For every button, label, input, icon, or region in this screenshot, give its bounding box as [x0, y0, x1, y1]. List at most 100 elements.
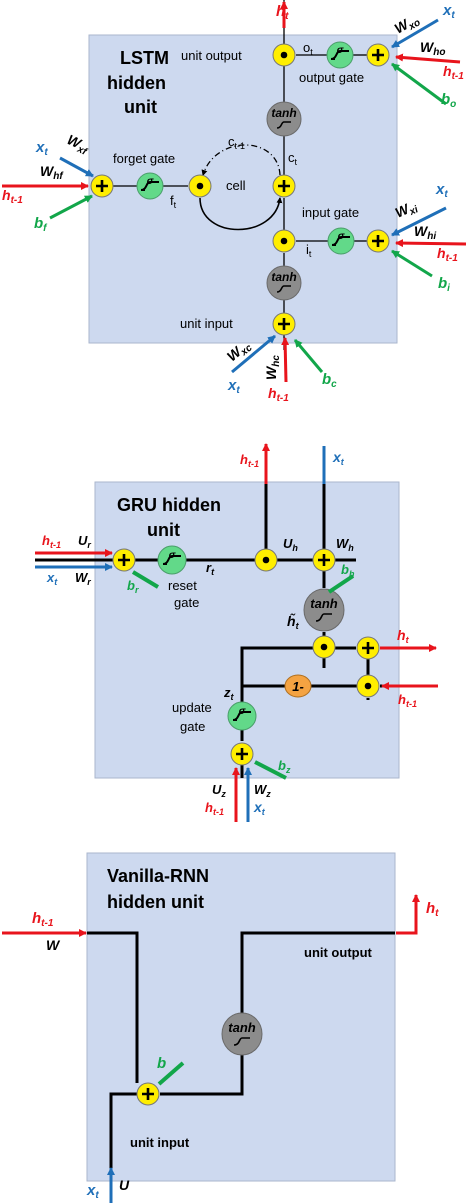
lstm-fg-xt-arrow [59, 156, 94, 178]
rnn-b-label: b [157, 1055, 166, 1072]
lstm-ct-1-label: ct-1 [228, 134, 245, 151]
rnn-title-line2: hidden unit [107, 892, 204, 912]
gru-title-line1: GRU hidden [117, 495, 221, 515]
lstm-output-tanh-label: tanh [271, 106, 296, 120]
lstm-forget-gate-sigmoid: σ [136, 172, 164, 200]
lstm-ig-ht1-label: ht-1 [437, 245, 458, 264]
gru-reset-sum [112, 548, 136, 572]
lstm-bo-label: bo [441, 91, 456, 110]
lstm-ig-b-arrow [391, 249, 433, 278]
lstm-ig-xt-label: xt [435, 181, 448, 200]
gru-update-sum [230, 742, 254, 766]
lstm-og-b-arrow [391, 62, 447, 106]
lstm-forget-mult [188, 174, 212, 198]
gru-bh-bar [327, 574, 355, 594]
lstm-output-gate-sum [366, 43, 390, 67]
gru-zt-label: zt [223, 685, 235, 702]
gru-one-minus-label: 1- [292, 679, 304, 694]
rnn-ht1-label: ht-1 [32, 910, 54, 929]
lstm-panel: LSTM hidden unit σ tanh σ σ [2, 0, 467, 404]
rnn-tanh-label: tanh [228, 1020, 256, 1035]
gru-br-label: br [127, 578, 139, 595]
rnn-sum [136, 1082, 160, 1106]
rnn-b-bar [157, 1061, 185, 1086]
lstm-bi-label: bi [438, 275, 450, 294]
lstm-fg-xt-label: xt [35, 139, 48, 158]
lstm-ig-xt-arrow [391, 206, 447, 237]
rnn-u-label: U [119, 1177, 130, 1193]
gru-left-xt-label: xt [46, 570, 58, 587]
gru-output-sum [356, 636, 380, 660]
lstm-og-xt-label: xt [442, 2, 455, 21]
lstm-output-gate-sigmoid: σ [326, 41, 354, 69]
lstm-og-xt-arrow [391, 18, 439, 49]
lstm-fg-ht1-label: ht-1 [2, 187, 23, 206]
gru-wz-label: Wz [254, 782, 271, 799]
lstm-input-gate-label: input gate [302, 205, 359, 220]
gru-reset-gate-label-1: reset [168, 578, 197, 593]
rnn-ht-arrow [396, 894, 420, 935]
gru-bz-bar [254, 760, 287, 780]
lstm-cell-prev-path [201, 144, 281, 176]
gru-reset-gate-label-2: gate [174, 595, 199, 610]
lstm-ft-label: ft [170, 193, 177, 210]
gru-htilde-label: h̃t [287, 612, 300, 631]
lstm-input-mult [272, 229, 296, 253]
lstm-cell-label: cell [226, 178, 246, 193]
gru-wh-label: Wh [336, 536, 354, 553]
gru-reset-mult [254, 548, 278, 572]
lstm-forget-gate-sum [90, 174, 114, 198]
gru-ht-label: ht [397, 627, 410, 645]
sigma-glyph: σ [338, 231, 345, 242]
lstm-whf-label: Whf [40, 163, 64, 182]
gru-right-ht1-label: ht-1 [398, 692, 417, 709]
lstm-og-ht1-label: ht-1 [443, 63, 464, 82]
lstm-ui-ht1-arrow [281, 337, 290, 383]
gru-candidate-mult [312, 635, 336, 659]
lstm-ui-xt-arrow [231, 334, 276, 374]
rnn-tanh: tanh [221, 1012, 263, 1056]
lstm-unit-input-label: unit input [180, 316, 233, 331]
lstm-whc-label: Whc [263, 355, 282, 380]
gru-br-bar [131, 570, 160, 589]
gru-uh-label: Uh [283, 536, 298, 553]
sigma-glyph: σ [337, 45, 344, 56]
gru-bottom-xt-label: xt [253, 799, 266, 817]
lstm-cell-sum [272, 174, 296, 198]
gru-ur-label: Ur [78, 533, 91, 550]
lstm-ct-label: ct [288, 150, 298, 167]
lstm-ig-ht1-arrow [395, 239, 467, 248]
gru-update-gate-label-1: update [172, 700, 212, 715]
gru-uz-label: Uz [212, 782, 226, 799]
lstm-bc-label: bc [322, 371, 337, 390]
lstm-unit-output-label: unit output [181, 48, 242, 63]
lstm-cell-loop [199, 197, 283, 231]
lstm-input-gate-sigmoid: σ [327, 227, 355, 255]
rnn-input-wire [109, 1092, 137, 1181]
gru-candidate-sum [312, 548, 336, 572]
gru-update-gate-sigmoid: σ [227, 701, 257, 731]
lstm-ht-label: ht [276, 3, 289, 22]
lstm-ui-ht1-label: ht-1 [268, 385, 289, 404]
lstm-title-line1: LSTM [120, 48, 169, 68]
lstm-unit-input-sum [272, 312, 296, 336]
lstm-whi-label: Whi [414, 223, 436, 242]
gru-left-ht1-label: ht-1 [42, 533, 61, 550]
gru-top-ht1-label: ht-1 [240, 452, 259, 469]
lstm-fg-b-arrow [49, 194, 93, 220]
lstm-it-label: it [306, 242, 312, 259]
rnn-wires [87, 931, 395, 1096]
lstm-input-tanh: tanh [266, 265, 302, 301]
gru-candidate-tanh: tanh [303, 588, 345, 632]
sigma-glyph: σ [147, 176, 154, 187]
gru-wr-label: Wr [75, 570, 91, 587]
gru-panel: GRU hidden unit σ tanh 1- σ reset gate [35, 443, 438, 822]
gru-prev-mult [356, 674, 380, 698]
gru-reset-gate-sigmoid: σ [157, 545, 187, 575]
gru-tanh-label: tanh [310, 596, 338, 611]
gru-rt-label: rt [206, 560, 215, 577]
lstm-output-tanh: tanh [266, 101, 302, 137]
lstm-who-label: Who [420, 39, 445, 58]
gru-bottom-ht1-label: ht-1 [205, 800, 224, 817]
lstm-ui-b-arrow [293, 339, 324, 373]
